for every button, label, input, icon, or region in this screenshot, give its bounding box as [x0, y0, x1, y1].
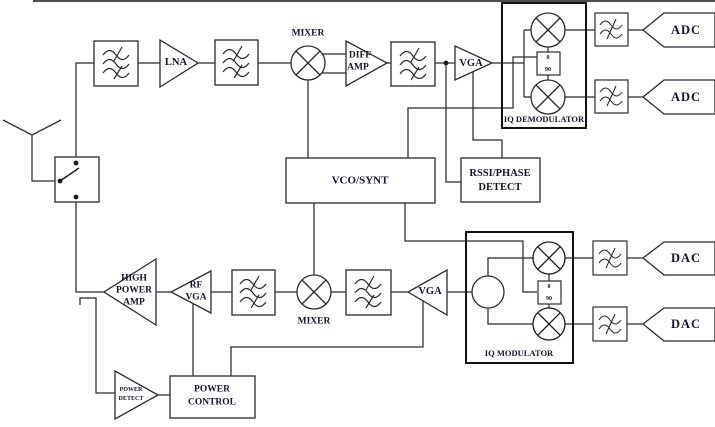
power-detect-label-1: POWER [119, 387, 143, 393]
rx-bandpass-filter-2 [214, 39, 259, 86]
adc-q-label: ADC [670, 89, 702, 104]
adc-q-block [641, 79, 715, 115]
rx-vga-label: VGA [459, 57, 483, 69]
dac-filter-q [592, 306, 628, 342]
power-control-label-2: CONTROL [187, 397, 237, 408]
rx-mixer-label: MIXER [291, 28, 325, 39]
adc-i-label: ADC [670, 22, 702, 37]
hpa-label-2: POWER [116, 285, 152, 296]
diff-amp-label-2: AMP [347, 62, 369, 73]
antenna-feed-wire [31, 135, 55, 182]
iq-modulator-label: IQ MODULATOR [484, 347, 554, 358]
dac-i-label: DAC [670, 250, 702, 265]
mod-mixer-i-icon [532, 241, 566, 275]
summer-icon [471, 275, 505, 309]
power-detect-block [114, 369, 160, 421]
antenna-switch [54, 156, 100, 203]
rssi-label-1: RSSI/PHASE [469, 167, 531, 179]
rssi-vga-tap-wire [472, 72, 503, 158]
iq-modulator-block [465, 231, 574, 364]
dac-q-label: DAC [670, 316, 702, 331]
rx-mixer-icon [290, 45, 326, 81]
vco-synthesizer-block [285, 157, 436, 204]
rf-vga-label-1: RF [189, 280, 203, 291]
adc-filter-i [594, 12, 629, 47]
dac-filter-i [592, 240, 628, 276]
lna-amplifier [159, 38, 200, 89]
tx-vga-label: VGA [418, 285, 442, 297]
demod-phase-0-label: 0 [546, 55, 550, 61]
rssi-label-2: DETECT [478, 181, 522, 193]
tx-mixer-label: MIXER [297, 316, 331, 327]
dac-q-block [641, 307, 715, 342]
lo-demod-wire [407, 56, 537, 158]
mod-phase-shifter [537, 280, 562, 305]
iq-demodulator-label: IQ DEMODULATOR [503, 113, 585, 124]
power-control-label-1: POWER [194, 384, 230, 395]
power-control-block [169, 375, 256, 419]
rf-vga-amplifier [169, 269, 212, 315]
tx-bandpass-filter-2 [345, 269, 392, 316]
adc-i-block [641, 12, 715, 48]
vco-synt-label: VCO/SYNT [331, 174, 389, 187]
dac-i-block [641, 241, 715, 276]
power-detect-tap-wire [79, 297, 115, 394]
power-control-txvga-wire [230, 301, 424, 376]
rssi-input-wire [445, 63, 461, 183]
signal-wires [31, 29, 643, 396]
diff-amp-label-1: DIFF [348, 50, 372, 61]
hpa-label-1: HIGH [121, 273, 147, 284]
antenna-icon [2, 119, 62, 136]
junction-dot [443, 60, 449, 66]
mod-phase-0-label: 0 [547, 284, 551, 290]
tx-mixer-icon [296, 274, 332, 310]
rssi-phase-detect-block [460, 157, 541, 203]
rx-vga-amplifier [454, 44, 494, 82]
demod-mixer-i-icon [530, 12, 566, 48]
lna-label: LNA [164, 56, 188, 68]
mod-mixer-q-icon [532, 307, 566, 341]
lo-modulator-wire [404, 203, 537, 293]
demod-phase-shifter [536, 51, 561, 76]
demod-phase-90-label: 90 [545, 67, 551, 73]
tx-output-wire [75, 197, 104, 293]
demod-mixer-q-icon [530, 79, 566, 115]
power-detect-label-2: DETECT [118, 396, 144, 402]
rx-input-wire [75, 62, 94, 163]
switch-arm [59, 167, 80, 182]
high-power-amp-amplifier [102, 257, 157, 327]
hpa-label-3: AMP [123, 297, 145, 308]
adc-filter-q [594, 79, 629, 114]
iq-demodulator-block [501, 2, 587, 129]
mod-phase-90-label: 90 [546, 296, 552, 302]
tx-bandpass-filter-1 [231, 269, 276, 316]
rf-vga-label-2: VGA [185, 292, 207, 303]
tx-vga-amplifier [406, 268, 448, 317]
rx-bandpass-filter-3 [390, 41, 436, 87]
rx-bandpass-filter-1 [93, 40, 139, 87]
diff-amp-amplifier [345, 39, 389, 88]
